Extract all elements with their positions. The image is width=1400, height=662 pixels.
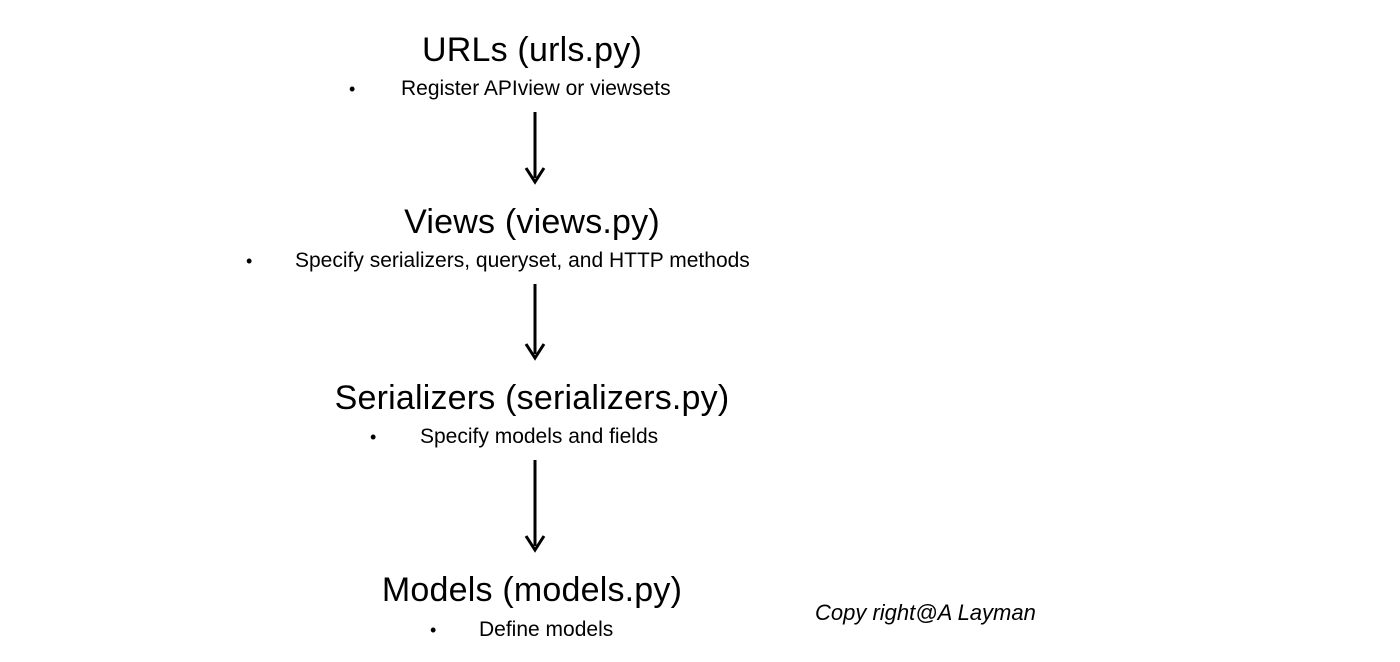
node-title-views: Views (views.py) [404,203,660,241]
arrow-down-icon [524,460,546,554]
copyright-text: Copy right@A Layman [815,600,1036,625]
node-description-models: Define models [479,618,614,641]
arrow-down-icon [524,284,546,362]
node-title-urls: URLs (urls.py) [421,31,643,69]
bullet-icon: • [246,251,253,271]
node-description-serializers: Specify models and fields [420,425,659,448]
node-description-views: Specify serializers, queryset, and HTTP … [295,249,750,272]
node-description-urls: Register APIview or viewsets [401,77,671,100]
node-title-serializers: Serializers (serializers.py) [334,379,730,417]
bullet-icon: • [370,427,377,447]
arrow-down-icon [524,112,546,186]
bullet-icon: • [349,79,356,99]
bullet-icon: • [430,620,437,640]
node-title-models: Models (models.py) [381,571,683,609]
